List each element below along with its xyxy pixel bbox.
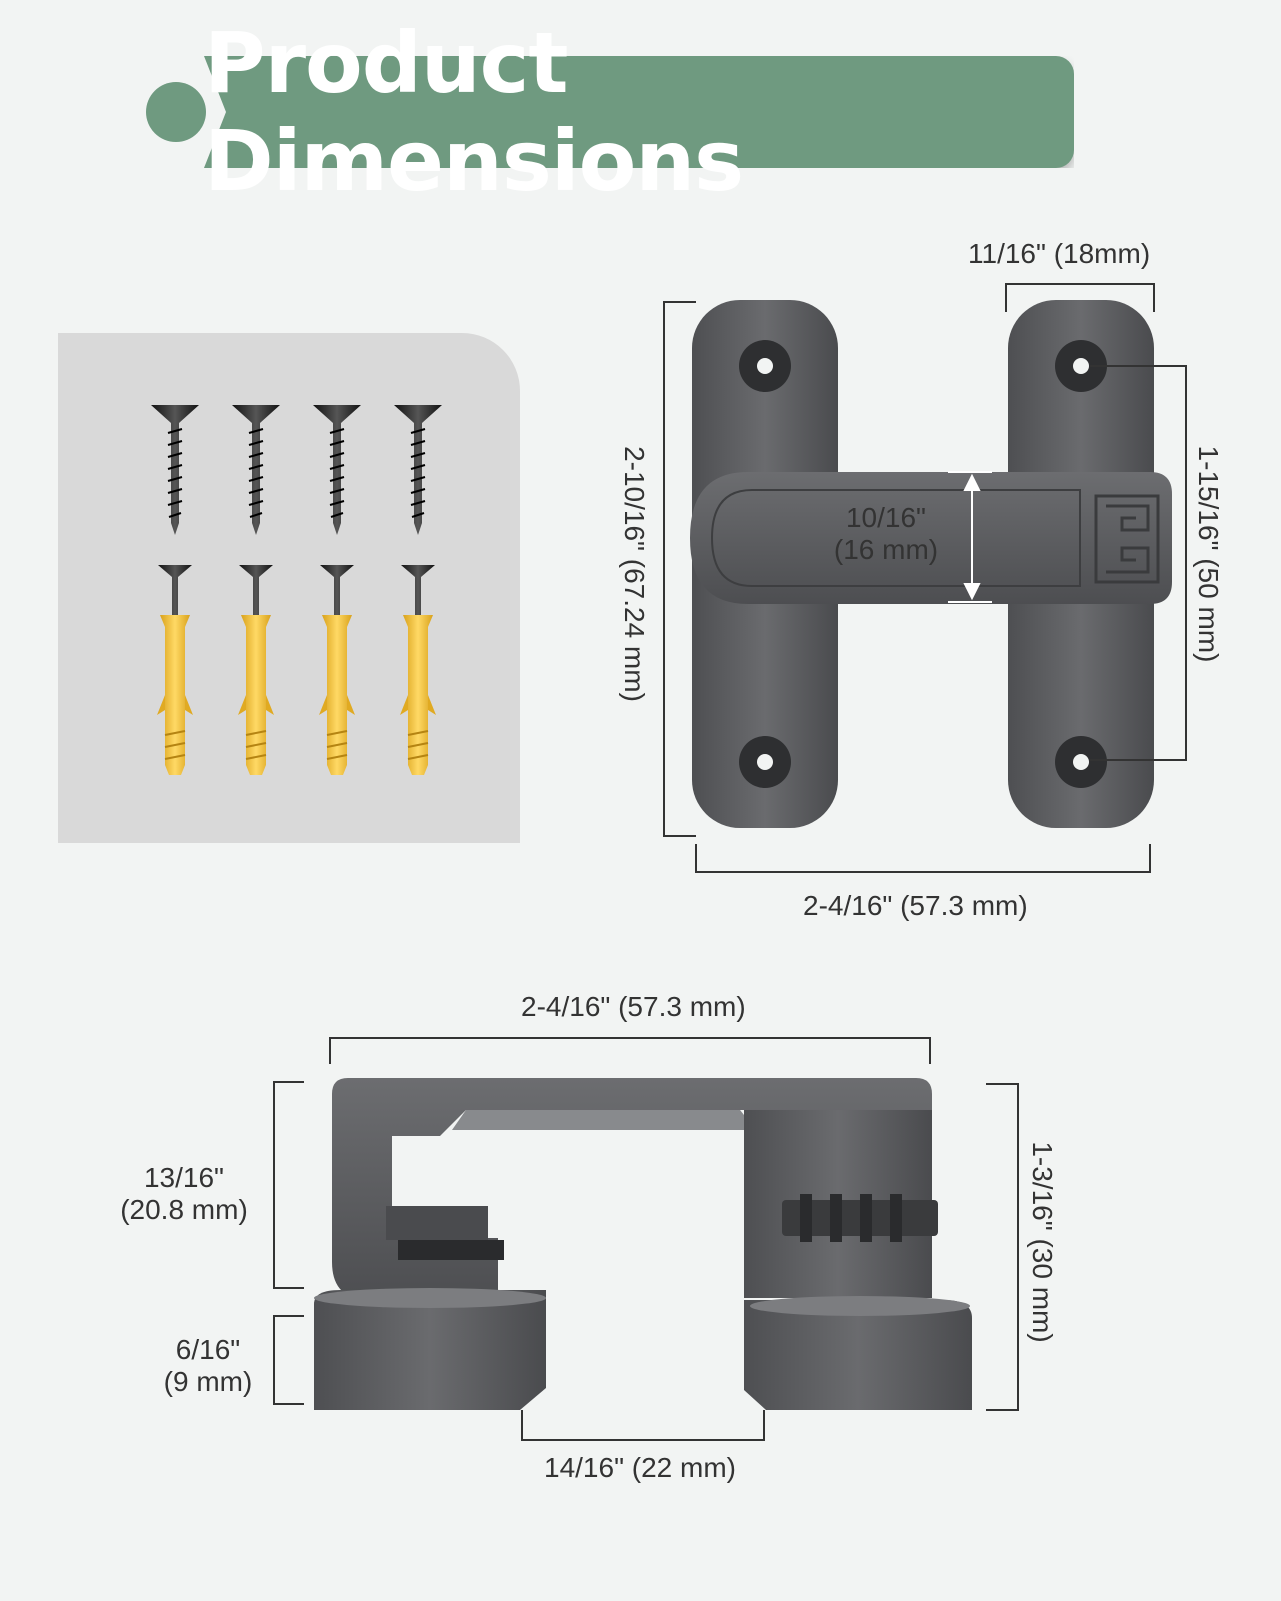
bolt-width-label: 11/16" (18mm) [968,238,1151,269]
hardware-kit-panel [58,333,520,843]
base-height-line2: (9 mm) [163,1366,253,1397]
dimension-lines [663,283,1187,873]
screw [394,405,442,535]
wall-anchor [238,565,274,775]
gear-icon [782,1194,938,1242]
screw [232,405,280,535]
side-dimension-lines [273,1037,1019,1441]
overall-width-label: 2-4/16" (57.3 mm) [803,890,1028,921]
logo-icon [1094,494,1160,584]
wall-anchor [319,565,355,775]
screw-hole [1055,340,1107,392]
total-height-label: 1-3/16" (30 mm) [1027,1141,1058,1343]
base-height-line1: 6/16" [175,1334,241,1365]
side-left-base [314,1290,546,1410]
bar-height-line1: 10/16" [845,502,926,533]
latch-side-view [314,1078,972,1410]
screw-hole [739,340,791,392]
screw-hole [1055,736,1107,788]
screw [313,405,361,535]
overall-height-label: 2-10/16" (67.24 mm) [619,446,650,702]
base-height-label: 6/16" (9 mm) [150,1334,266,1398]
side-right-base [744,1300,972,1410]
bar-height-label: 10/16" (16 mm) [824,502,948,566]
wall-anchor [157,565,193,775]
wall-anchor [400,565,436,775]
title-banner-dot [146,82,206,142]
screw [151,405,199,535]
gap-width-label: 14/16" (22 mm) [544,1452,737,1483]
hardware-kit-illustration [151,405,442,775]
bar-height-line2: (16 mm) [833,534,939,565]
bar-height-arrow [948,471,992,603]
hole-spacing-label: 1-15/16" (50 mm) [1193,445,1224,663]
upper-height-line2: (20.8 mm) [120,1194,248,1225]
title-banner [204,56,1074,168]
screw-hole [739,736,791,788]
latch-bar [690,472,1172,604]
upper-height-line1: 13/16" [143,1162,224,1193]
upper-height-label: 13/16" (20.8 mm) [110,1162,258,1226]
side-width-label: 2-4/16" (57.3 mm) [521,991,746,1022]
